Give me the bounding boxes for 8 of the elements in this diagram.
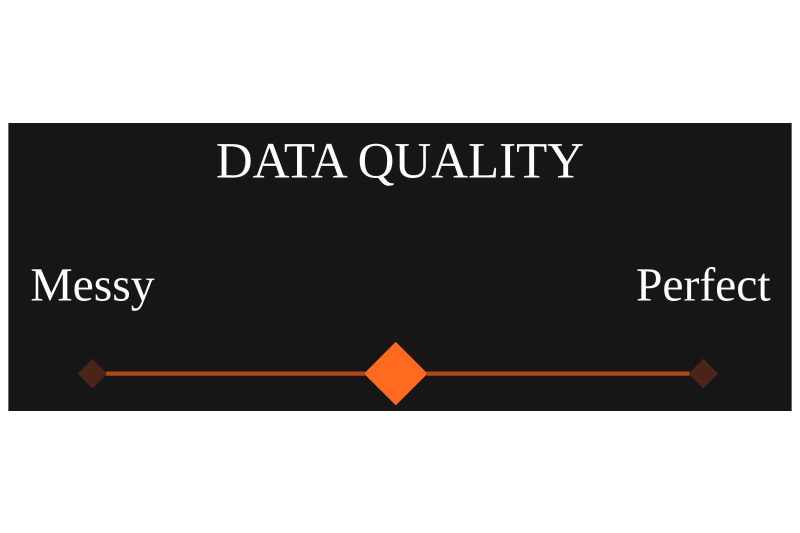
node-diamond — [78, 358, 108, 388]
node-diamond — [364, 341, 428, 405]
diagram-title: DATA QUALITY — [216, 132, 584, 189]
connector — [106, 371, 366, 376]
node-label: Messy — [30, 258, 155, 311]
connector — [426, 371, 690, 376]
node-label: Perfect — [636, 258, 771, 311]
node-diamond — [688, 358, 718, 388]
